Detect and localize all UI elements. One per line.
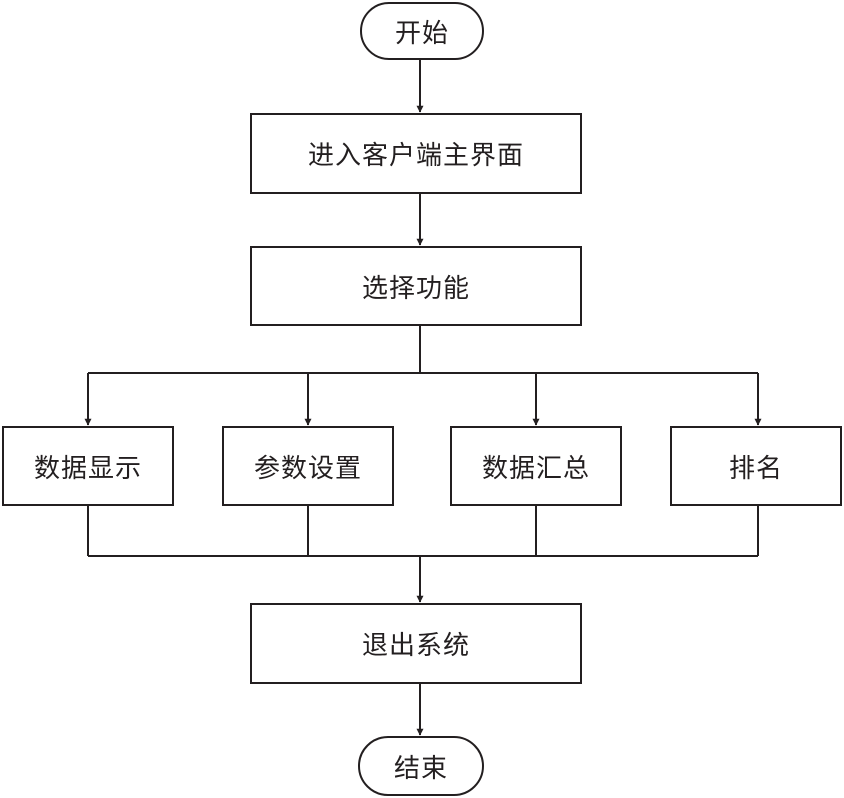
function-data-display-label: 数据显示 [33,453,142,484]
start-label: 开始 [394,18,449,49]
exit-system-label: 退出系统 [361,631,470,661]
enter-main-label: 进入客户端主界面 [307,141,524,171]
exit-system-node: 退出系统 [250,603,582,684]
start-node: 开始 [360,2,484,60]
select-function-label: 选择功能 [361,273,470,304]
function-data-summary-label: 数据汇总 [481,453,590,484]
enter-main-node: 进入客户端主界面 [250,113,582,194]
end-node: 结束 [358,736,484,796]
function-param-settings-label: 参数设置 [253,453,362,484]
function-ranking-node: 排名 [670,426,842,506]
function-data-display-node: 数据显示 [2,426,174,506]
function-param-settings-node: 参数设置 [222,426,394,506]
function-data-summary-node: 数据汇总 [450,426,622,506]
function-ranking-label: 排名 [728,453,783,484]
end-label: 结束 [393,753,448,784]
select-function-node: 选择功能 [250,246,582,326]
